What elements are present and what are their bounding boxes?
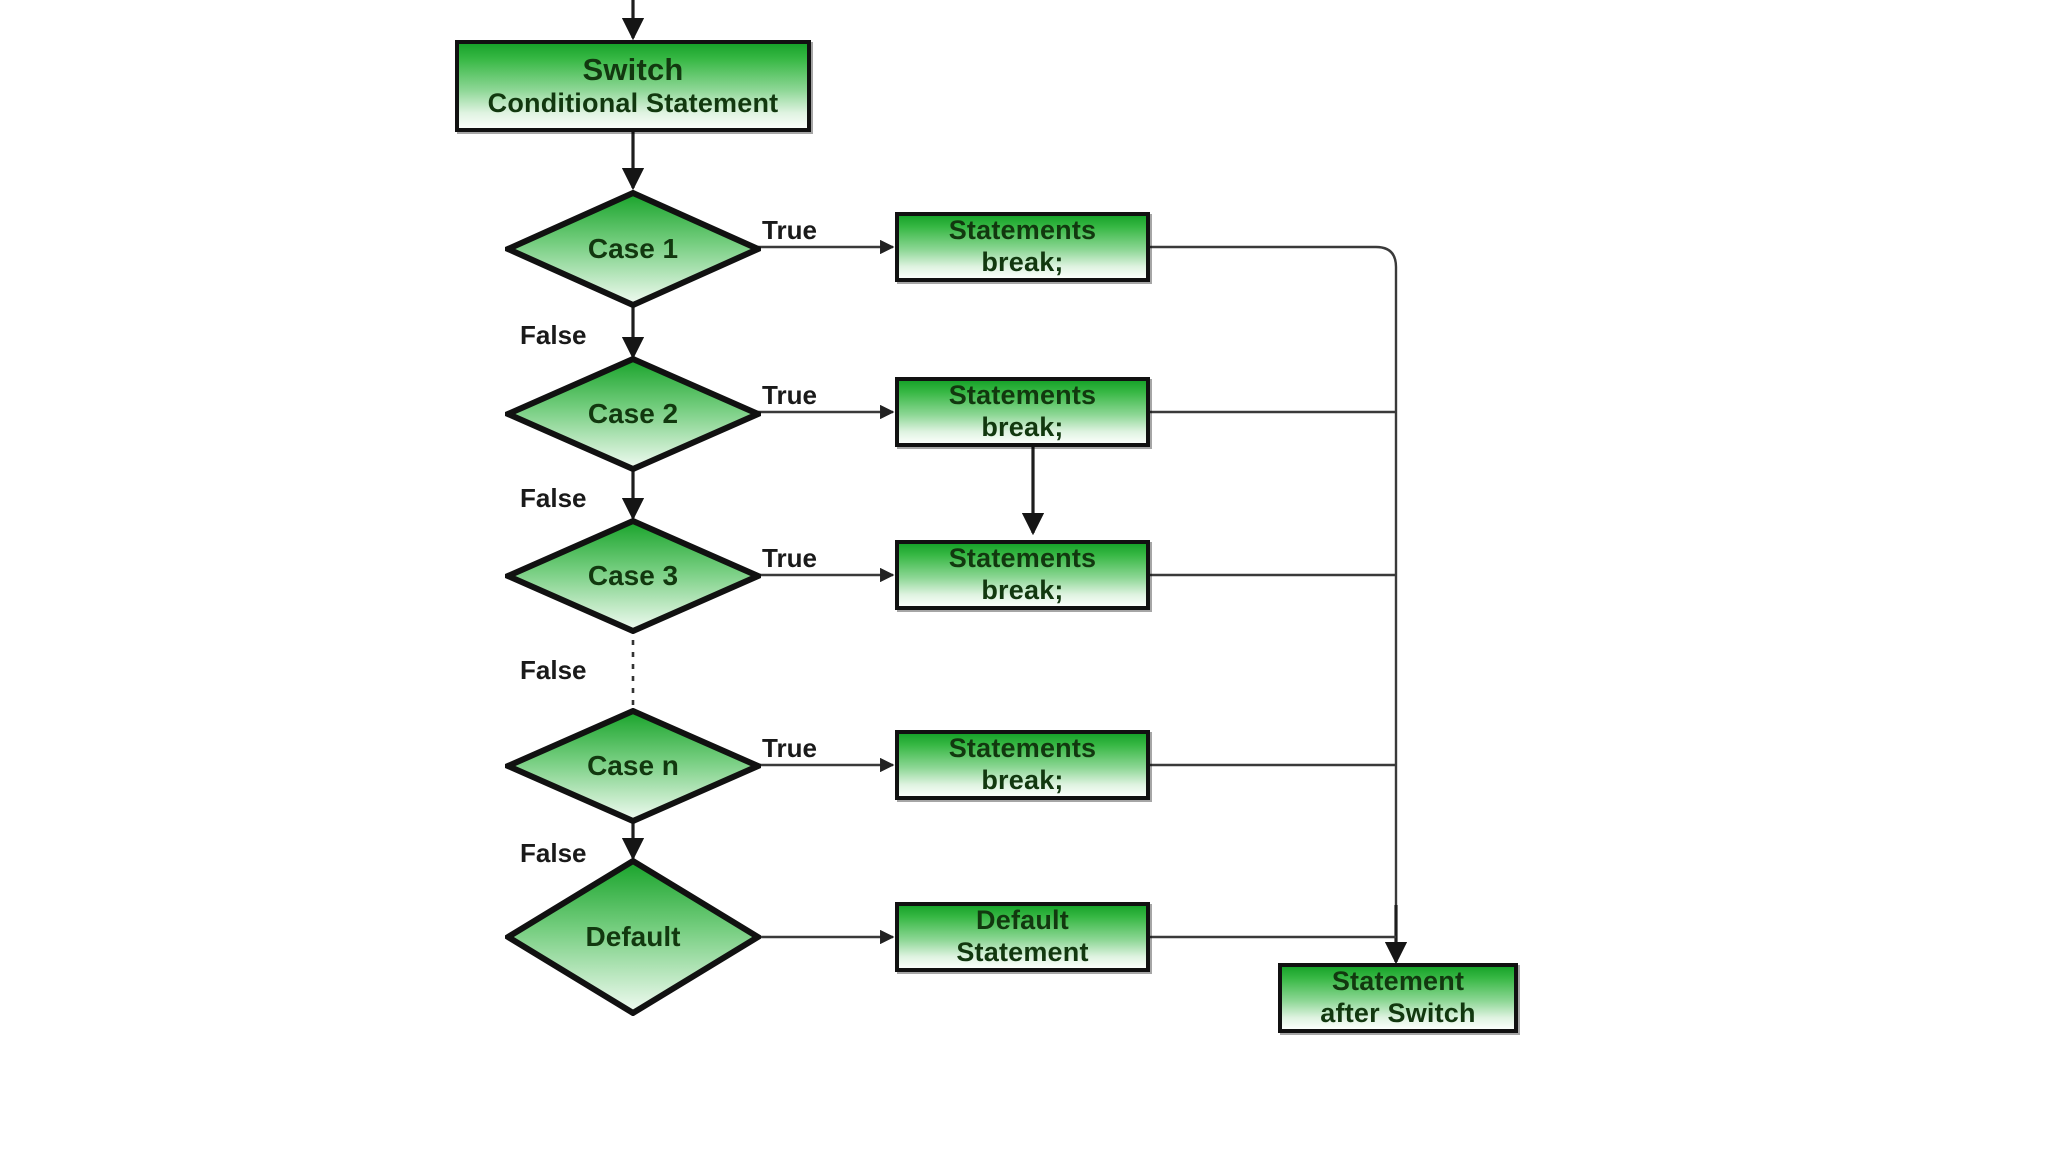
node-stmt3[interactable]: Statements break; bbox=[895, 540, 1150, 610]
case2-diamond-shape bbox=[505, 356, 761, 472]
node-stmt2-line1: Statements bbox=[948, 380, 1097, 411]
node-stmt2-line2: break; bbox=[981, 412, 1064, 442]
edge-label-false-case1: False bbox=[520, 320, 587, 350]
node-case3[interactable]: Case 3 bbox=[505, 518, 761, 634]
node-default-statement-line1: Default bbox=[976, 905, 1069, 936]
edge-label-false-case2: False bbox=[520, 483, 587, 513]
node-default[interactable]: Default bbox=[505, 858, 761, 1016]
node-stmt3-line2: break; bbox=[981, 575, 1064, 605]
node-casen-label: Case n bbox=[587, 750, 679, 781]
case1-diamond-shape bbox=[505, 190, 761, 308]
edge-label-true-case2: True bbox=[762, 380, 817, 410]
node-stmt1-line1: Statements bbox=[948, 215, 1097, 246]
node-default-label: Default bbox=[585, 921, 681, 952]
node-stmt1-line2: break; bbox=[981, 247, 1064, 277]
node-switch[interactable]: Switch Conditional Statement bbox=[455, 40, 811, 132]
edge-label-false-casen: False bbox=[520, 838, 587, 868]
node-default-statement-line2: Statement bbox=[956, 937, 1089, 967]
default-diamond-shape bbox=[505, 858, 761, 1016]
edge-label-true-case1: True bbox=[762, 215, 817, 245]
node-case1-label: Case 1 bbox=[587, 233, 679, 264]
edge-label-true-case3: True bbox=[762, 543, 817, 573]
node-default-statement[interactable]: Default Statement bbox=[895, 902, 1150, 972]
edge-label-false-case3: False bbox=[520, 655, 587, 685]
node-stmt1[interactable]: Statements break; bbox=[895, 212, 1150, 282]
node-switch-line2: Conditional Statement bbox=[487, 88, 779, 119]
rail-stmt1-to-join bbox=[1150, 245, 1398, 905]
node-after-line1: Statement bbox=[1331, 966, 1465, 997]
node-casen[interactable]: Case n bbox=[505, 708, 761, 824]
node-case1[interactable]: Case 1 bbox=[505, 190, 761, 308]
edge-label-true-casen: True bbox=[762, 733, 817, 763]
node-stmt3-line1: Statements bbox=[948, 543, 1097, 574]
casen-diamond-shape bbox=[505, 708, 761, 824]
node-case3-label: Case 3 bbox=[587, 560, 679, 591]
node-stmtn-line2: break; bbox=[981, 765, 1064, 795]
node-statement-after-switch[interactable]: Statement after Switch bbox=[1278, 963, 1518, 1033]
node-case2-label: Case 2 bbox=[587, 398, 679, 429]
node-stmtn-line1: Statements bbox=[948, 733, 1097, 764]
node-stmtn[interactable]: Statements break; bbox=[895, 730, 1150, 800]
node-switch-line1: Switch bbox=[582, 51, 684, 87]
case3-diamond-shape bbox=[505, 518, 761, 634]
node-case2[interactable]: Case 2 bbox=[505, 356, 761, 472]
node-after-line2: after Switch bbox=[1320, 998, 1476, 1028]
node-stmt2[interactable]: Statements break; bbox=[895, 377, 1150, 447]
